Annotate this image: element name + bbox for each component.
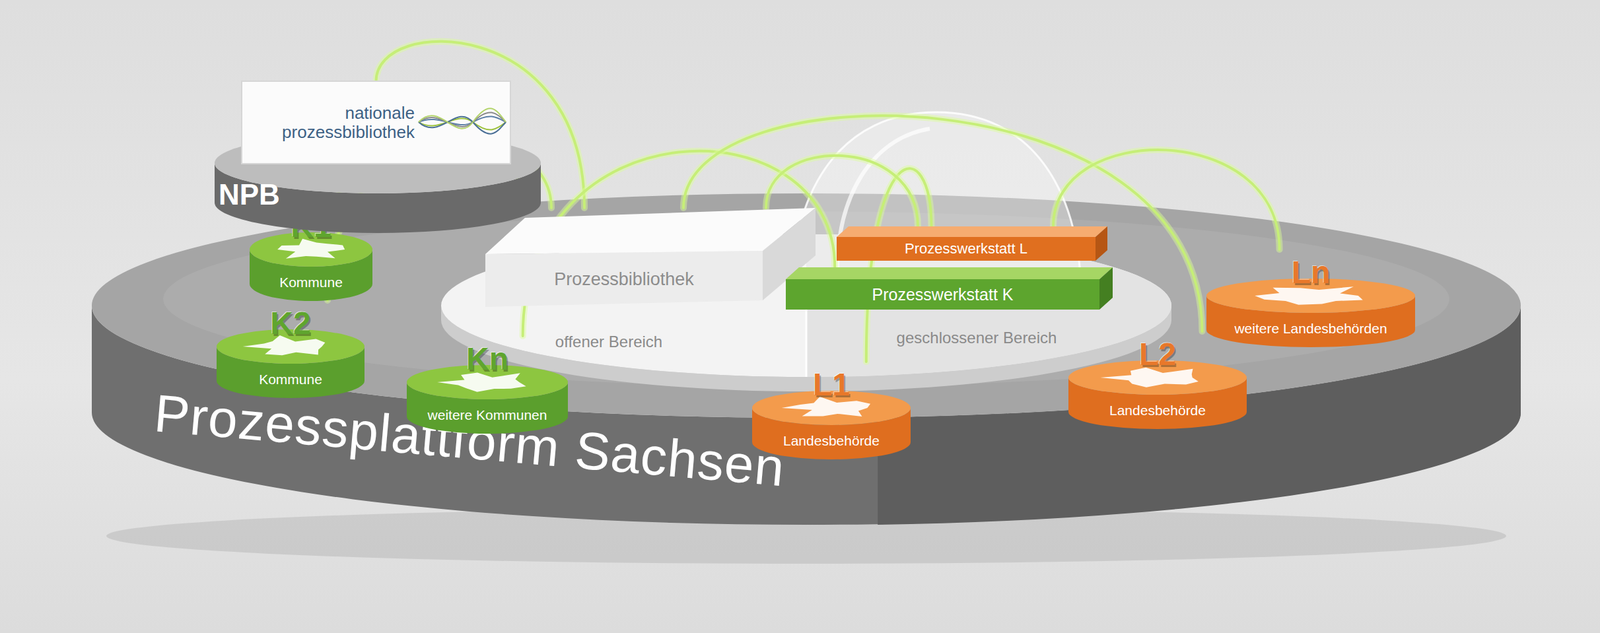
text-slot: L2 (1068, 334, 1247, 374)
bar-front (836, 237, 1096, 261)
logo-swirl (418, 116, 506, 135)
slab-top (485, 208, 816, 255)
disc-label: Landesbehörde (783, 433, 880, 450)
disc-letter: Ln (1291, 254, 1331, 291)
bar-front (785, 279, 1100, 310)
platform-shadow (106, 508, 1507, 564)
disc-label: Kommune (279, 274, 343, 291)
text-slot: Landesbehörde (752, 426, 911, 456)
text-slot: Kn (406, 338, 568, 379)
library-label: Prozessbibliothek (554, 269, 695, 290)
bar-right (1095, 226, 1108, 261)
divider (805, 305, 808, 378)
authority-disc: Kn weitere Kommunen (406, 336, 568, 436)
text-slot: Prozesswerkstatt L (836, 237, 1096, 261)
text-slot: geschlossener Bereich (861, 326, 1093, 350)
workshop-bar: Prozesswerkstatt K (785, 267, 1113, 310)
authority-disc: L2Landesbehörde (1068, 331, 1247, 431)
authority-disc: K2Kommune (216, 300, 365, 400)
disc-letter: K2 (270, 305, 311, 342)
disc-letter: L1 (812, 366, 850, 403)
text-slot: weitere Landesbehörden (1206, 314, 1416, 344)
logo-swirl (418, 112, 506, 127)
npb-label: NPB (218, 178, 280, 212)
disc-letter: Kn (466, 340, 509, 378)
text-slot: Prozesswerkstatt K (785, 279, 1100, 310)
disc-letter: L2 (1139, 336, 1177, 373)
text-slot: Kommune (216, 365, 365, 395)
center-area: offener Bereich geschlossener Bereich Proz… (441, 105, 1172, 397)
text-slot: K2 (216, 303, 365, 343)
zone-label: geschlossener Bereich (896, 328, 1058, 348)
logo-card (241, 81, 511, 164)
bar-top (836, 226, 1108, 238)
workshop-label: Prozesswerkstatt K (872, 285, 1014, 305)
disc-label: Kommune (258, 371, 323, 388)
bar-top (785, 267, 1113, 280)
slab-front (485, 250, 763, 308)
text-slot: Kommune (249, 268, 373, 298)
authority-disc: L1Landesbehörde (752, 361, 911, 461)
bar-right (1099, 267, 1113, 310)
workshop-label: Prozesswerkstatt L (904, 240, 1028, 258)
text-slot: Ln (1206, 252, 1416, 292)
platform: Prozessplattform SachsenK1KommuneK2Kommu… (91, 193, 1521, 537)
authority-disc: Ln weitere Landesbehörden (1206, 249, 1416, 349)
workshop-bar: Prozesswerkstatt L (836, 226, 1108, 261)
text-slot: Prozessbibliothek (485, 259, 763, 300)
logo-box: nationale prozessbibliothek (241, 81, 511, 164)
disc-label: weitere Landesbehörden (1234, 320, 1387, 337)
platform-rim-shade (877, 305, 1521, 525)
text-slot: Landesbehörde (1068, 396, 1247, 426)
text-slot: weitere Kommunen (406, 400, 568, 430)
slab-shape (485, 208, 816, 308)
text-slot: L1 (752, 364, 911, 405)
disc-label: weitere Kommunen (427, 407, 548, 424)
text-slot: nationale prozessbibliothek (248, 93, 415, 153)
library-slab: Prozessbibliothek (485, 208, 816, 308)
disc-label: Landesbehörde (1109, 402, 1206, 419)
text-slot: NPB (218, 178, 298, 212)
zone-label: offener Bereich (555, 332, 663, 352)
text-slot: offener Bereich (503, 330, 715, 354)
logo-swirl (418, 108, 506, 129)
npb-disc: NPB nationale prozessbibliothek (214, 72, 541, 238)
logo-text: nationale prozessbibliothek (248, 103, 415, 142)
center-rim (441, 305, 1172, 392)
